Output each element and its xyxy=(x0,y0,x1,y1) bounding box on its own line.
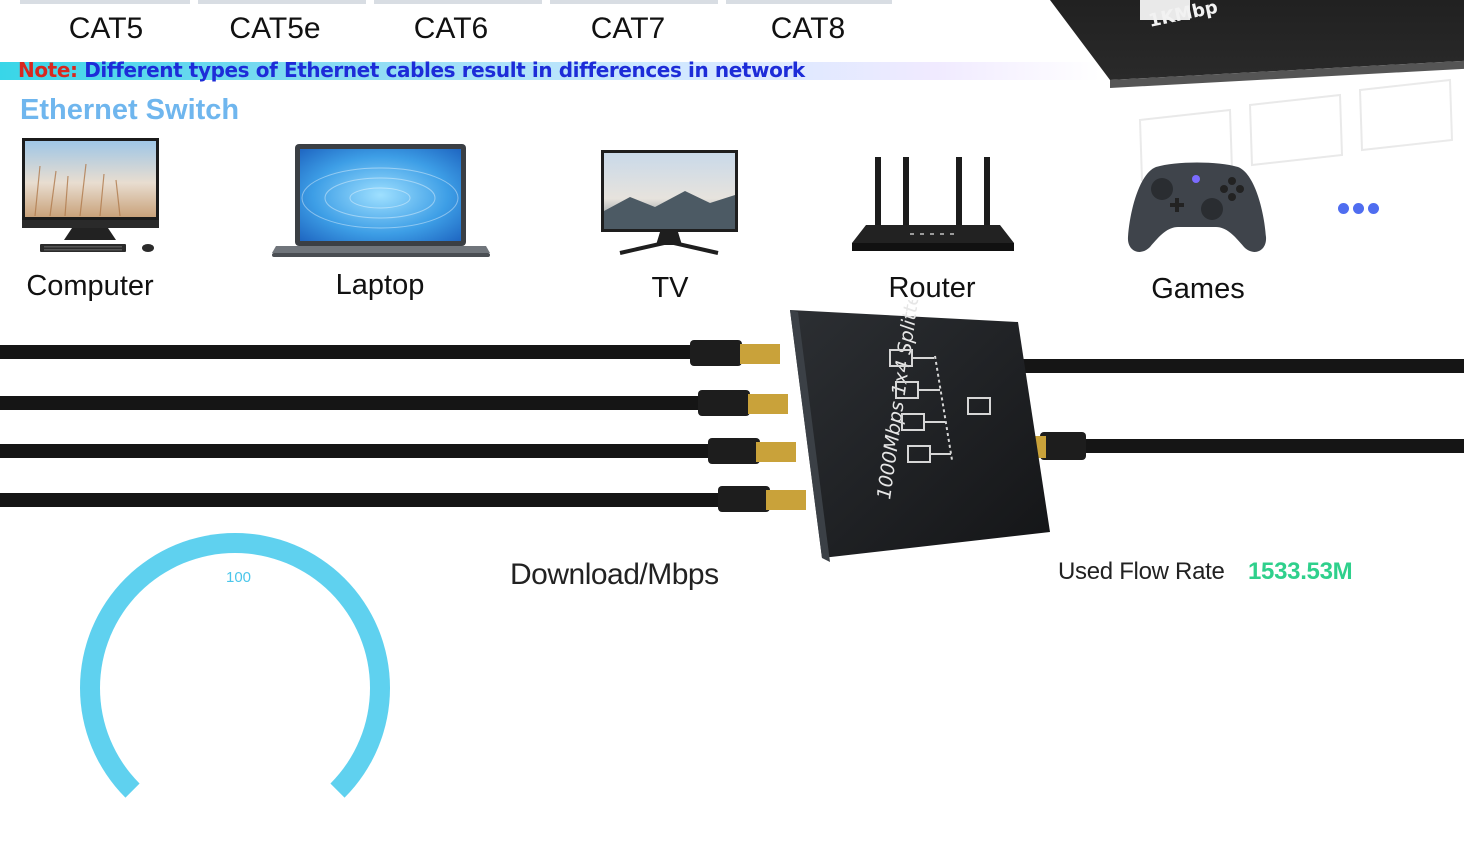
cable-category-label: CAT5e xyxy=(229,12,321,45)
device-label-laptop: Laptop xyxy=(335,269,425,301)
cable-category-label: CAT5 xyxy=(68,12,144,45)
router-icon xyxy=(852,157,1014,251)
cable-image-strip xyxy=(20,0,190,4)
background-splitter-image: 1KMbp xyxy=(1050,0,1464,182)
tv-icon xyxy=(601,150,738,255)
computer-monitor-icon xyxy=(22,138,159,252)
note-label: Note: xyxy=(18,58,78,82)
cable-image-strip xyxy=(198,0,366,4)
note: Note: Different types of Ethernet cables… xyxy=(18,58,805,82)
gauge-tick-label: 100 xyxy=(226,569,252,586)
device-label-computer: Computer xyxy=(26,270,154,302)
ethernet-cable xyxy=(0,345,747,507)
device-label-tv: TV xyxy=(651,272,689,304)
cable-category-label: CAT8 xyxy=(770,12,846,45)
flow-rate-value: 1533.53M xyxy=(1248,558,1353,585)
splitter-product-illustration: 1000Mbps 1x4 Splitter xyxy=(0,300,1464,562)
flow-rate-label: Used Flow Rate xyxy=(1058,558,1225,585)
game-controller-icon xyxy=(1127,162,1267,252)
cable-category-label: CAT7 xyxy=(590,12,666,45)
section-title: Ethernet Switch xyxy=(20,94,240,126)
cable-image-strip xyxy=(726,0,892,4)
device-label-router: Router xyxy=(888,272,976,304)
download-label: Download/Mbps xyxy=(510,558,719,591)
device-label-games: Games xyxy=(1151,273,1245,305)
note-highlight-bar xyxy=(0,62,1100,80)
laptop-icon xyxy=(272,144,490,257)
more-dots-icon xyxy=(1338,201,1383,219)
cable-image-strip xyxy=(374,0,542,4)
cable-category-label: CAT6 xyxy=(413,12,489,45)
note-text: Different types of Ethernet cables resul… xyxy=(84,58,805,82)
cable-image-strip xyxy=(550,0,718,4)
